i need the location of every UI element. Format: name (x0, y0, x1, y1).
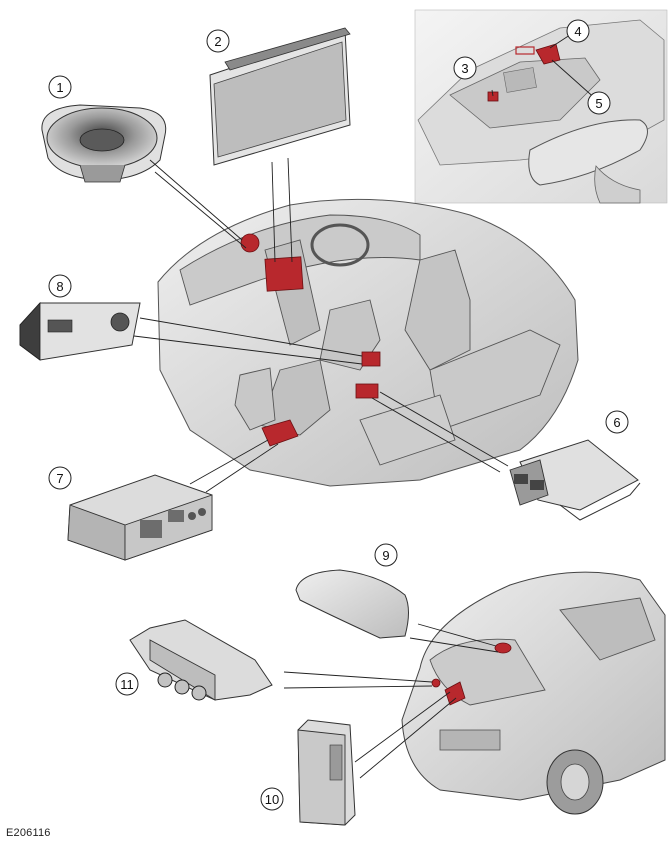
svg-text:6: 6 (613, 415, 620, 430)
svg-text:11: 11 (120, 677, 134, 692)
figure-id: E206116 (6, 827, 51, 839)
display-component (209, 27, 351, 166)
svg-text:7: 7 (56, 471, 63, 486)
antenna-amplifier-component (129, 619, 273, 701)
callout-7: 7 (48, 466, 72, 490)
seat-module-component (67, 474, 213, 561)
overhead-highlight-4 (535, 43, 561, 65)
antenna-cover-component (295, 569, 409, 639)
overhead-highlight-3 (487, 91, 499, 102)
antenna-cover-highlight (494, 642, 512, 654)
svg-text:5: 5 (595, 96, 602, 111)
callout-3: 3 (453, 56, 477, 80)
restraints-module-highlight (355, 383, 379, 399)
callout-9: 9 (374, 543, 398, 567)
usb-module-component (19, 301, 141, 361)
svg-text:1: 1 (56, 80, 63, 95)
antenna-amplifier-highlight (431, 678, 441, 688)
telematics-highlight (444, 681, 466, 706)
restraints-module-component (509, 439, 641, 521)
speaker-highlight (240, 233, 260, 253)
telematics-module-component (297, 719, 356, 826)
callout-5: 5 (587, 91, 611, 115)
switch-pack-highlight (361, 351, 381, 367)
leader-lines (133, 30, 599, 779)
vehicle-exterior (401, 571, 666, 815)
callout-11: 11 (115, 672, 139, 696)
callout-6: 6 (605, 410, 629, 434)
svg-text:3: 3 (461, 61, 468, 76)
svg-text:2: 2 (214, 34, 221, 49)
svg-text:10: 10 (265, 792, 279, 807)
svg-text:9: 9 (382, 548, 389, 563)
touchscreen-highlight (264, 256, 304, 292)
callout-2: 2 (206, 29, 230, 53)
callout-8: 8 (48, 274, 72, 298)
callout-10: 10 (260, 787, 284, 811)
overhead-console-inset (414, 9, 668, 204)
callout-4: 4 (566, 19, 590, 43)
speaker-component (41, 104, 167, 183)
vehicle-interior-cutaway (157, 198, 579, 487)
svg-text:4: 4 (574, 24, 581, 39)
callout-1: 1 (48, 75, 72, 99)
svg-text:8: 8 (56, 279, 63, 294)
